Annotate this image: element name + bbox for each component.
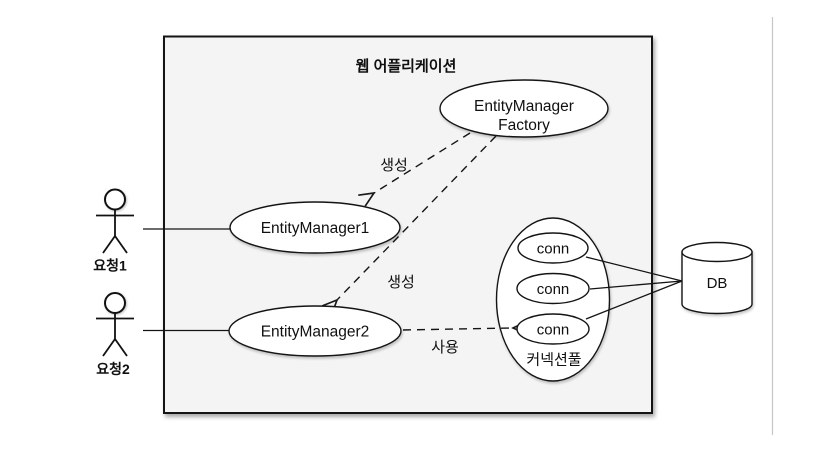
actor1-right-leg — [114, 235, 128, 254]
use-label: 사용 — [431, 339, 459, 356]
actor1-left-leg — [102, 235, 116, 254]
database-cylinder — [681, 241, 753, 315]
conn1-label: conn — [537, 241, 570, 258]
actor2-label: 요청2 — [96, 361, 130, 377]
factory-label-line2: Factory — [498, 117, 550, 134]
pool-label: 커넥션풀 — [526, 352, 581, 369]
actor1-label: 요청1 — [93, 258, 127, 274]
actor1-head-icon — [104, 188, 126, 211]
edge-conn1-db — [585, 256, 683, 282]
create-em2-label: 생성 — [387, 274, 415, 291]
actor2-figure — [96, 292, 134, 357]
em2-label: EntityManager2 — [261, 324, 370, 341]
conn3-label: conn — [537, 322, 570, 339]
database-cylinder-body — [681, 251, 753, 315]
edge-conn2-db — [589, 280, 683, 290]
conn2-ellipse — [516, 272, 590, 305]
entitymanager-factory-ellipse — [439, 79, 609, 138]
factory-label-line1: EntityManager — [474, 98, 574, 115]
system-title: 웹 어플리케이션 — [356, 58, 457, 75]
database-cylinder-top — [681, 241, 753, 263]
edge-conn3-db — [585, 280, 683, 320]
create-em1-label: 생성 — [380, 157, 408, 174]
actor2-left-leg — [102, 338, 116, 357]
edge-factory-creates-em1 — [374, 132, 471, 193]
db-label: DB — [707, 275, 728, 292]
conn3-ellipse — [516, 313, 590, 345]
conn1-ellipse — [517, 232, 589, 264]
entitymanager1-ellipse — [229, 201, 401, 254]
edge-factory-creates-em2 — [337, 135, 497, 300]
entitymanager2-ellipse — [228, 305, 402, 357]
edge-em2-uses-conn — [402, 328, 513, 330]
conn2-label: conn — [537, 281, 570, 298]
em1-label: EntityManager1 — [261, 220, 370, 237]
actor2-right-leg — [114, 338, 128, 357]
actor1-figure — [96, 188, 134, 254]
actor2-head-icon — [104, 292, 126, 314]
